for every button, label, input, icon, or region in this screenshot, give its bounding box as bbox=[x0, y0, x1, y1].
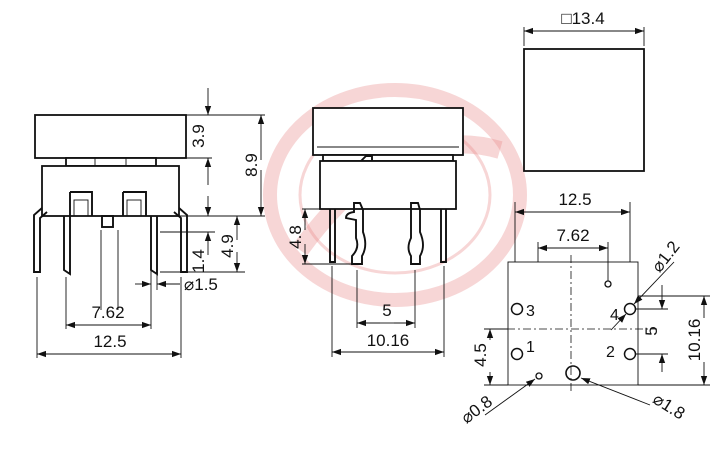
dim-pin-spacing-side: 10.16 bbox=[367, 331, 410, 350]
dim-total-height: 8.9 bbox=[242, 153, 261, 177]
dim-hole-large: ⌀1.2 bbox=[648, 237, 684, 275]
footprint-outline bbox=[507, 261, 639, 386]
dim-pin-offset: 1.4 bbox=[189, 249, 208, 273]
front-view: 3.9 8.9 1.4 4.9 ⌀1.5 7.62 12.5 bbox=[33, 88, 265, 358]
side-cap bbox=[312, 107, 464, 156]
hole-3 bbox=[510, 302, 524, 316]
dim-lead-spacing: 5 bbox=[382, 301, 391, 320]
hole-1 bbox=[510, 347, 524, 361]
pin-label-3: 3 bbox=[526, 303, 535, 320]
side-left-leg bbox=[329, 209, 336, 263]
dim-pin-spacing: 7.62 bbox=[91, 303, 124, 322]
hole-4 bbox=[623, 302, 637, 316]
front-left-leg bbox=[33, 207, 48, 273]
dim-fp-row-spacing: 5 bbox=[642, 326, 661, 335]
pin-label-4: 4 bbox=[610, 307, 619, 324]
hole-center bbox=[565, 365, 581, 381]
dim-pin-length: 4.9 bbox=[218, 234, 237, 258]
side-view: 4.8 5 10.16 bbox=[286, 107, 464, 357]
front-stem bbox=[65, 157, 157, 167]
front-pin-1 bbox=[63, 216, 71, 276]
dim-fp-width: 12.5 bbox=[558, 190, 591, 209]
side-right-leg bbox=[440, 209, 447, 263]
dim-fp-height: 10.16 bbox=[685, 319, 704, 362]
top-cap bbox=[523, 48, 645, 172]
pin-label-1: 1 bbox=[526, 339, 535, 356]
hole-2 bbox=[623, 347, 637, 361]
front-body bbox=[41, 165, 180, 217]
dim-center-hole: ⌀1.8 bbox=[650, 389, 689, 423]
front-pin-2 bbox=[150, 216, 158, 276]
dim-hole-small: ⌀0.8 bbox=[457, 392, 495, 428]
footprint-view: 3 4 1 2 12.5 7.62 ⌀1.2 5 10.16 bbox=[457, 190, 710, 427]
front-right-leg bbox=[173, 207, 188, 273]
dim-fp-offset: 4.5 bbox=[471, 343, 490, 367]
dim-pin-diameter: ⌀1.5 bbox=[184, 275, 218, 294]
dim-lead-height: 4.8 bbox=[286, 225, 305, 249]
front-cap bbox=[34, 114, 187, 159]
dim-fp-pin-spacing: 7.62 bbox=[556, 226, 589, 245]
dim-cap-height: 3.9 bbox=[189, 124, 208, 148]
side-body bbox=[319, 160, 457, 210]
side-lead-1 bbox=[345, 202, 367, 265]
dim-body-width: 12.5 bbox=[93, 332, 126, 351]
side-lead-2 bbox=[407, 202, 424, 265]
hole-small-bottom bbox=[535, 372, 543, 380]
dim-cap-size: □13.4 bbox=[561, 9, 604, 28]
hole-small-top bbox=[604, 280, 612, 288]
top-view: □13.4 bbox=[523, 9, 645, 172]
pin-label-2: 2 bbox=[606, 344, 615, 361]
